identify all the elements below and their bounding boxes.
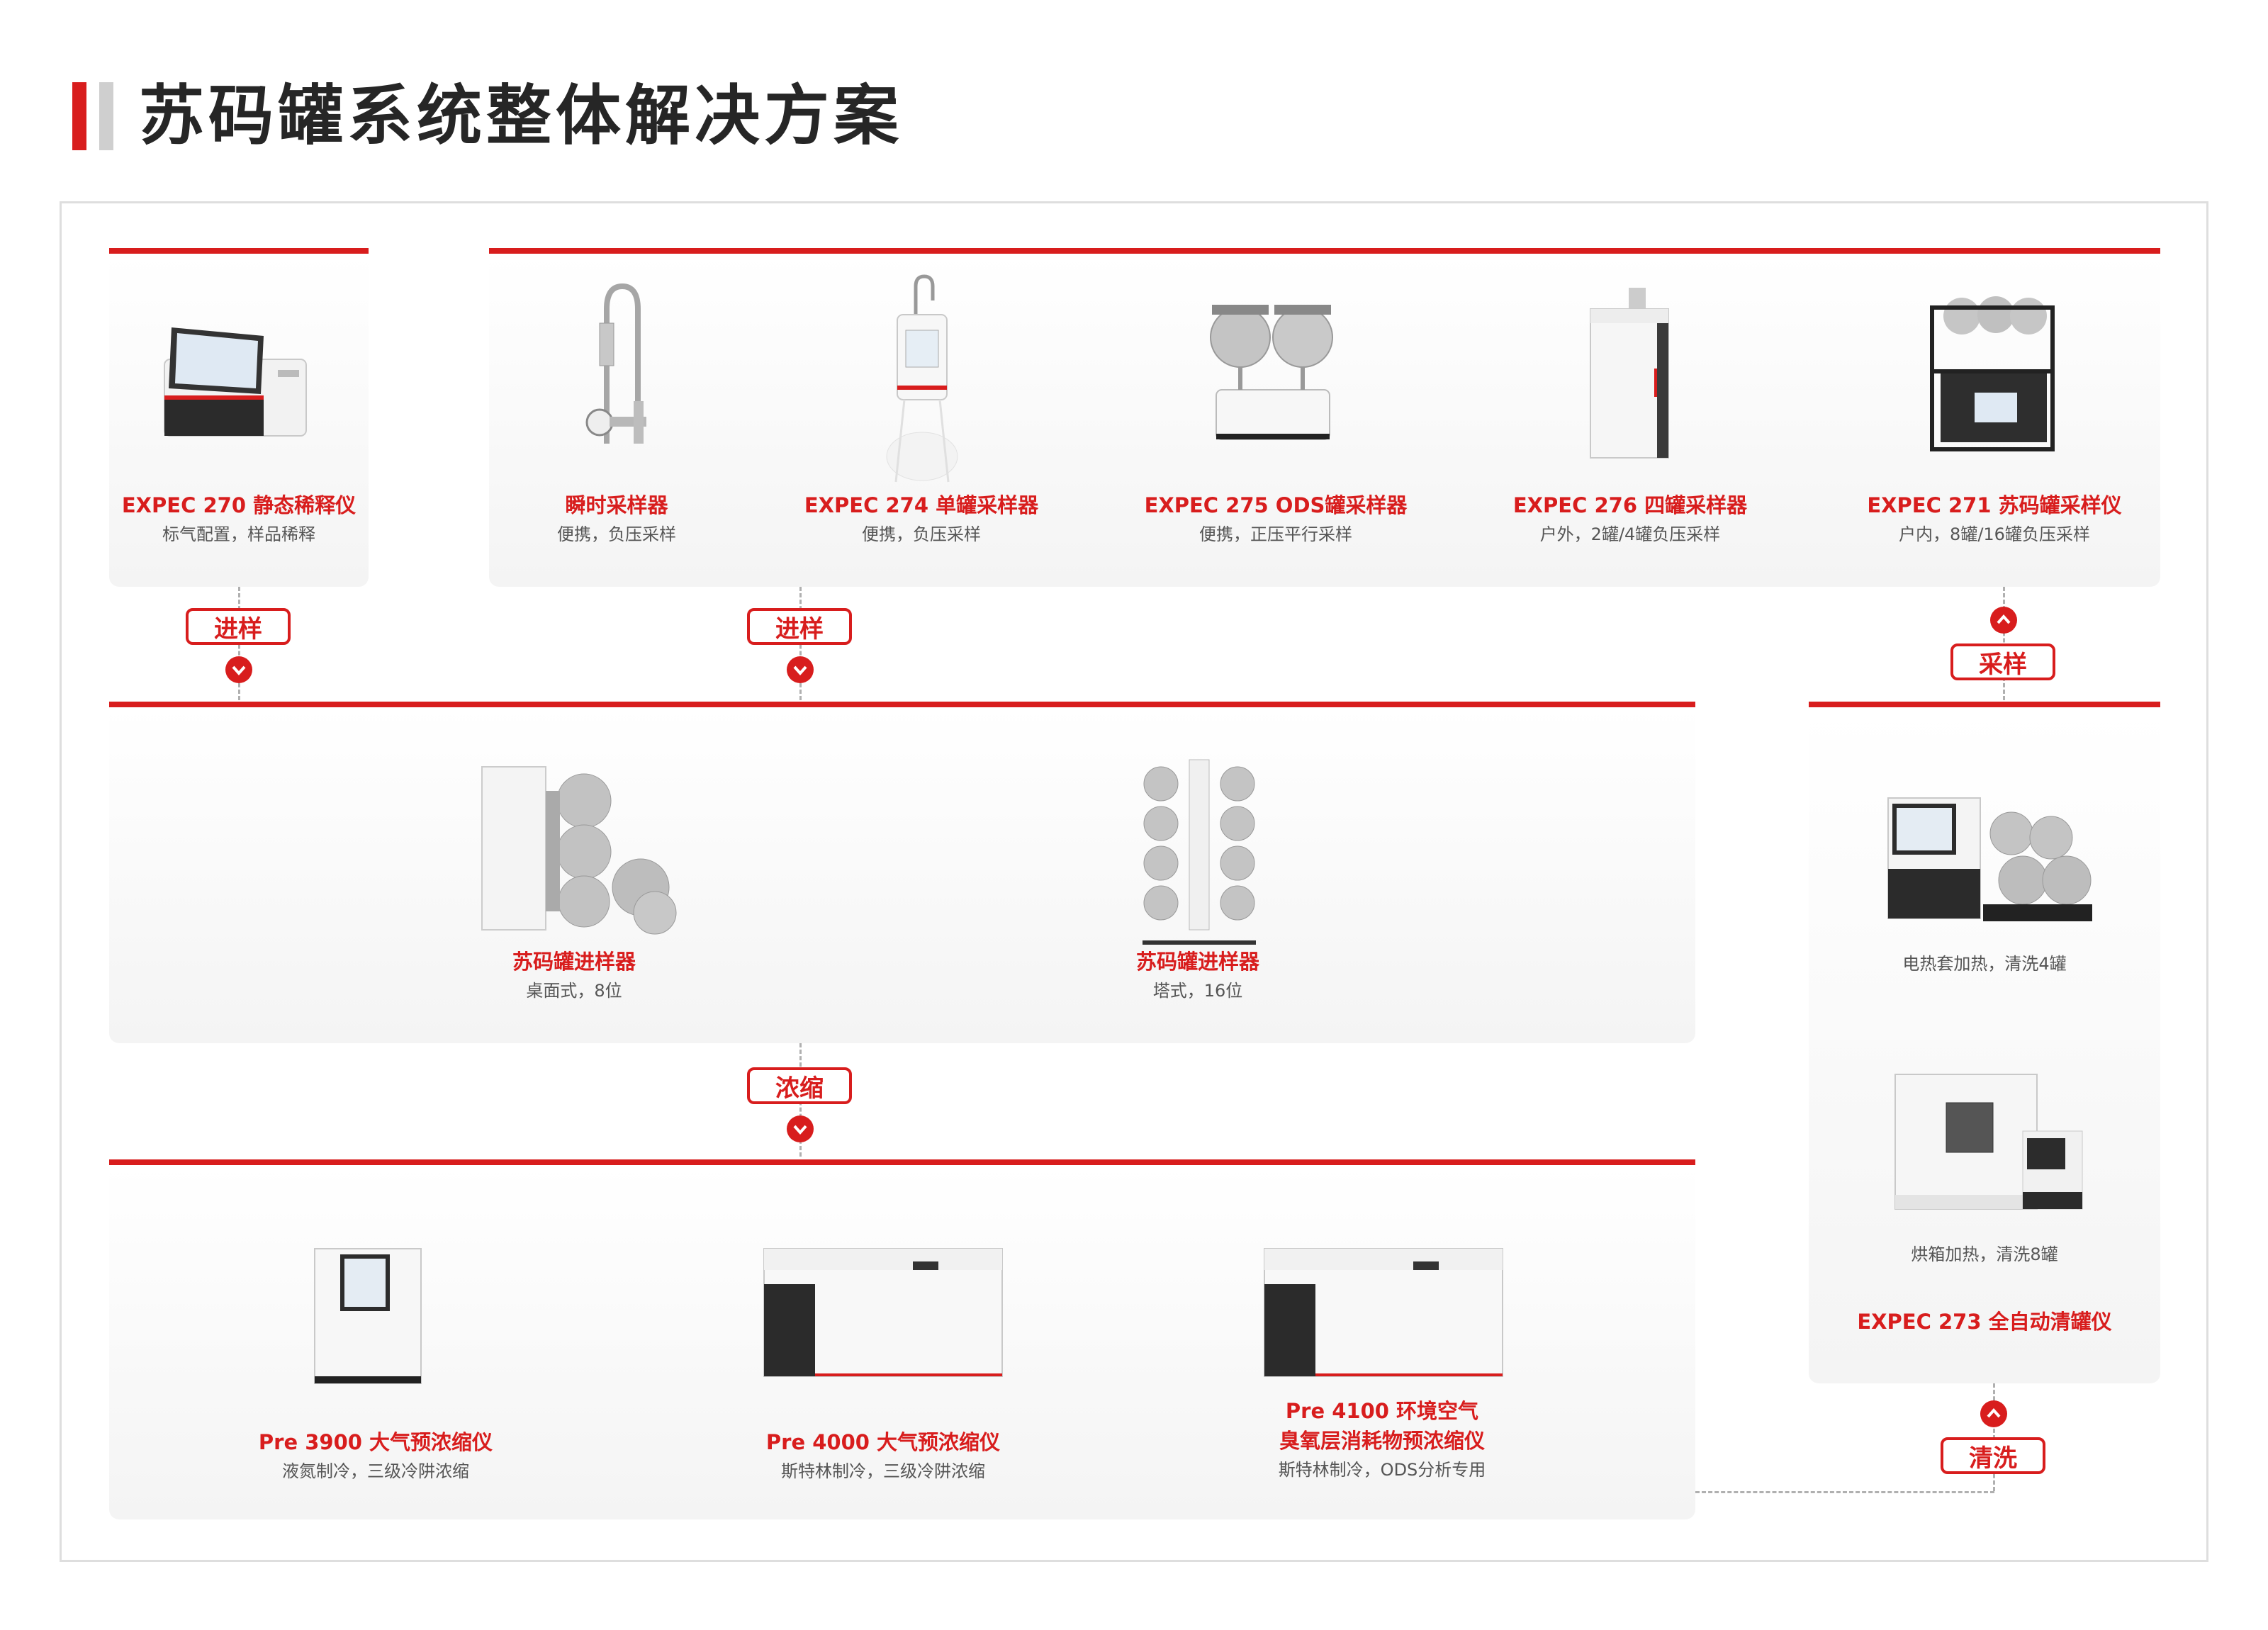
pre4000-desc: 斯特林制冷，三级冷阱浓缩 — [781, 1461, 985, 1481]
pre4100-card: Pre 4100 环境空气 臭氧层消耗物预浓缩仪 斯特林制冷，ODS分析专用 — [1233, 1396, 1531, 1483]
oven-cleaner-card: 烘箱加热，清洗8罐 — [1843, 1240, 2126, 1267]
expec275-desc: 便携，正压平行采样 — [1199, 524, 1352, 544]
expec270-name: EXPEC 270 静态稀释仪 — [121, 493, 357, 517]
pre4000-name: Pre 4000 大气预浓缩仪 — [765, 1430, 1001, 1454]
cleaning-panel — [1809, 702, 2160, 1383]
expec270-card: EXPEC 270 静态稀释仪 标气配置，样品稀释 — [109, 490, 369, 547]
flow-tag-clean: 清洗 — [1941, 1437, 2045, 1474]
page-title: 苏码罐系统整体解决方案 — [139, 78, 904, 154]
expec270-desc: 标气配置，样品稀释 — [162, 524, 315, 544]
tower-injector-name: 苏码罐进样器 — [1135, 950, 1259, 974]
expec271-name: EXPEC 271 苏码罐采样仪 — [1867, 493, 2122, 517]
pre3900-desc: 液氮制冷，三级冷阱浓缩 — [282, 1461, 469, 1481]
oven-cleaner-image — [1888, 1067, 2087, 1213]
expec275-image — [1209, 298, 1337, 449]
tower-injector-image — [1128, 755, 1270, 948]
expec275-card: EXPEC 275 ODS罐采样器 便携，正压平行采样 — [1134, 490, 1418, 547]
expec276-name: EXPEC 276 四罐采样器 — [1512, 493, 1748, 517]
heater-cleaner-card: 电热套加热，清洗4罐 — [1843, 950, 2126, 977]
desktop-injector-card: 苏码罐进样器 桌面式，8位 — [432, 947, 716, 1004]
expec274-name: EXPEC 274 单罐采样器 — [804, 493, 1039, 517]
tower-injector-desc: 塔式，16位 — [1152, 981, 1243, 1001]
heater-cleaner-image — [1884, 791, 2096, 930]
tower-injector-card: 苏码罐进样器 塔式，16位 — [1056, 947, 1340, 1004]
pre4000-image — [761, 1242, 1006, 1381]
chevron-down-icon — [225, 656, 252, 683]
chevron-down-icon — [787, 656, 814, 683]
pre4100-image — [1262, 1242, 1507, 1381]
expec273-name: EXPEC 273 全自动清罐仪 — [1857, 1310, 2112, 1334]
pre4100-name-line1: Pre 4100 环境空气 — [1285, 1399, 1479, 1423]
pre4100-desc: 斯特林制冷，ODS分析专用 — [1278, 1460, 1486, 1480]
expec270-image — [157, 320, 320, 441]
chevron-up-icon — [1980, 1400, 2007, 1427]
expec276-desc: 户外，2罐/4罐负压采样 — [1539, 524, 1721, 544]
heater-cleaner-desc: 电热套加热，清洗4罐 — [1902, 954, 2067, 974]
instant-sampler-name: 瞬时采样器 — [565, 493, 668, 517]
expec274-desc: 便携，负压采样 — [862, 524, 981, 544]
pre4000-card: Pre 4000 大气预浓缩仪 斯特林制冷，三级冷阱浓缩 — [734, 1427, 1032, 1484]
expec275-name: EXPEC 275 ODS罐采样器 — [1144, 493, 1408, 517]
expec274-card: EXPEC 274 单罐采样器 便携，负压采样 — [801, 490, 1042, 547]
flow-tag-sample: 采样 — [1950, 643, 2055, 680]
flow-connector — [1695, 1491, 1994, 1493]
chevron-up-icon — [1990, 607, 2017, 634]
title-accent-red — [72, 82, 86, 150]
expec271-card: EXPEC 271 苏码罐采样仪 户内，8罐/16罐负压采样 — [1853, 490, 2136, 547]
oven-cleaner-desc: 烘箱加热，清洗8罐 — [1911, 1244, 2058, 1264]
chevron-down-icon — [787, 1115, 814, 1142]
expec276-card: EXPEC 276 四罐采样器 户外，2罐/4罐负压采样 — [1488, 490, 1772, 547]
desktop-injector-name: 苏码罐进样器 — [512, 950, 636, 974]
expec271-desc: 户内，8罐/16罐负压采样 — [1899, 524, 2090, 544]
desktop-injector-desc: 桌面式，8位 — [526, 981, 622, 1001]
expec271-image — [1925, 286, 2060, 456]
instant-sampler-desc: 便携，负压采样 — [557, 524, 676, 544]
expec276-image — [1579, 283, 1685, 461]
flow-tag-inject-2: 进样 — [747, 608, 852, 645]
instant-sampler-card: 瞬时采样器 便携，负压采样 — [517, 490, 716, 547]
pre3900-card: Pre 3900 大气预浓缩仪 液氮制冷，三级冷阱浓缩 — [234, 1427, 517, 1484]
injector-panel — [109, 702, 1695, 1043]
expec273-card: EXPEC 273 全自动清罐仪 — [1814, 1307, 2155, 1337]
instant-sampler-image — [578, 281, 656, 451]
pre4100-name-line2: 臭氧层消耗物预浓缩仪 — [1279, 1429, 1485, 1453]
flow-tag-concentrate: 浓缩 — [747, 1067, 852, 1104]
title-accent-grey — [99, 82, 113, 150]
pre3900-image — [308, 1242, 430, 1390]
desktop-injector-image — [478, 763, 680, 940]
flow-tag-inject-1: 进样 — [186, 608, 291, 645]
pre3900-name: Pre 3900 大气预浓缩仪 — [258, 1430, 493, 1454]
expec274-image — [876, 272, 968, 485]
